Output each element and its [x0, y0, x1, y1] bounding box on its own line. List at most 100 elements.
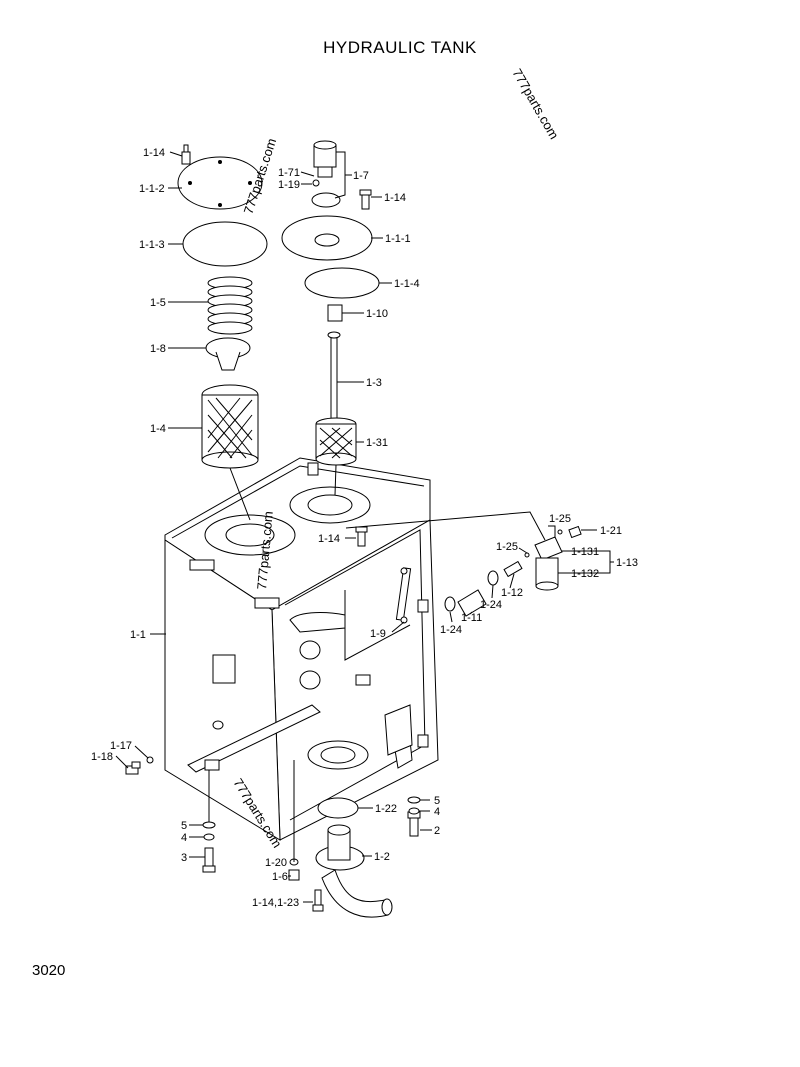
callout-label: 1-18: [91, 751, 113, 763]
callout-labels: 1-14 1-1-2 1-71 1-19 1-7 1-14 1-1-3 1-1-…: [91, 147, 638, 909]
watermark-text: 777parts.com: [254, 510, 276, 590]
callout-label: 1-1-2: [139, 183, 165, 195]
callout-label: 1-1-4: [394, 278, 420, 290]
bolt-1-14-right: [359, 189, 372, 210]
bolt-1-14-left: [181, 144, 191, 165]
oring-1-25-side: [524, 552, 530, 558]
o-ring-1-22: [317, 797, 359, 819]
spring-1-10: [327, 304, 343, 322]
rear-bracket: [384, 704, 413, 756]
breather-1-7: [311, 140, 341, 208]
callout-label: 1-10: [366, 308, 388, 320]
callout-label: 1-14: [318, 533, 340, 545]
callout-label: 1-17: [110, 740, 132, 752]
suction-flange: [289, 486, 371, 524]
diagram-title: HYDRAULIC TANK: [323, 38, 477, 57]
side-lug: [417, 599, 429, 613]
callout-label: 1-14: [384, 192, 406, 204]
handle-pipe: [289, 612, 346, 633]
callout-label: 1-1-3: [139, 239, 165, 251]
filter-element-1-4: [201, 384, 259, 469]
bolt-1-14-1-23: [312, 889, 324, 912]
bolt-2: [407, 811, 421, 837]
callout-label: 1-20: [265, 857, 287, 869]
callout-label: 1-71: [278, 167, 300, 179]
rod-1-3: [327, 331, 341, 421]
drain-valve-1-18: [125, 761, 141, 775]
bolt-3: [202, 847, 216, 873]
callout-label: 5: [181, 820, 187, 832]
fitting-1-21: [568, 525, 582, 539]
access-plate: [212, 654, 236, 684]
callout-label: 1-6: [272, 871, 288, 883]
callout-label: 1-22: [375, 803, 397, 815]
level-gauge-1-9: [395, 567, 412, 624]
watermark-text: 777parts.com: [509, 66, 561, 142]
small-port: [355, 674, 371, 686]
callout-label: 4: [434, 806, 440, 818]
return-flange: [204, 514, 296, 556]
callout-label: 1-12: [501, 587, 523, 599]
callout-label: 1-5: [150, 297, 166, 309]
oring-1-19: [312, 179, 320, 187]
callout-label: 1-7: [353, 170, 369, 182]
filter-1-31: [315, 417, 357, 466]
callout-label: 1-131: [571, 546, 599, 558]
callout-label: 1-31: [366, 437, 388, 449]
side-lug: [417, 734, 429, 748]
washer-4-left: [203, 833, 215, 841]
callout-label: 1-25: [549, 513, 571, 525]
callout-label: 1-4: [150, 423, 166, 435]
skid-foot: [204, 759, 220, 771]
callout-label: 1-2: [374, 851, 390, 863]
port-lower: [299, 670, 321, 690]
fitting-1-12: [503, 560, 523, 578]
page-number: 3020: [32, 962, 66, 979]
callout-label: 1-8: [150, 343, 166, 355]
filter-1-13: [534, 536, 563, 591]
mount-bracket: [254, 597, 280, 609]
callout-label: 1-3: [366, 377, 382, 389]
clamp-1-24-left: [444, 596, 456, 612]
cover-1-1-2: [177, 156, 263, 210]
gasket-1-1-3: [182, 221, 268, 267]
callout-label: 1-13: [616, 557, 638, 569]
plug-1-17: [146, 756, 154, 764]
callout-label: 4: [181, 832, 187, 844]
callout-label: 1-1: [130, 629, 146, 641]
valve-1-8: [205, 337, 251, 371]
callout-label: 1-24: [440, 624, 462, 636]
callout-label: 1-19: [278, 179, 300, 191]
callout-label: 1-14: [143, 147, 165, 159]
spring-1-5: [207, 276, 253, 335]
washer-4-right: [408, 807, 420, 815]
drain-plug: [212, 720, 224, 730]
callout-label: 5: [434, 795, 440, 807]
washer-5-right: [407, 796, 421, 804]
callout-label: 1-25: [496, 541, 518, 553]
callout-label: 1-21: [600, 525, 622, 537]
oring-1-25-top: [557, 529, 563, 535]
clamp-1-24-right: [487, 570, 499, 586]
mount-bracket: [189, 559, 215, 571]
callout-label: 2: [434, 825, 440, 837]
callout-label: 1-11: [461, 612, 482, 624]
port-upper: [299, 640, 321, 660]
gasket-1-1-4: [304, 267, 380, 299]
bolt-1-14-tank: [355, 526, 368, 547]
plug-top: [307, 462, 319, 476]
hose-1-11: [457, 589, 487, 617]
callout-label: 1-14,1-23: [252, 897, 299, 909]
outlet-flange: [307, 740, 369, 770]
washer-5-left: [202, 821, 216, 829]
suction-pipe: [315, 824, 393, 918]
callout-label: 1-1-1: [385, 233, 411, 245]
callout-label: 1-9: [370, 628, 386, 640]
skid-rail: [187, 704, 321, 773]
plug-1-6: [288, 869, 300, 881]
callout-label: 1-132: [571, 568, 599, 580]
cover-1-1-1: [281, 215, 373, 261]
callout-label: 3: [181, 852, 187, 864]
callout-label: 1-24: [480, 599, 502, 611]
